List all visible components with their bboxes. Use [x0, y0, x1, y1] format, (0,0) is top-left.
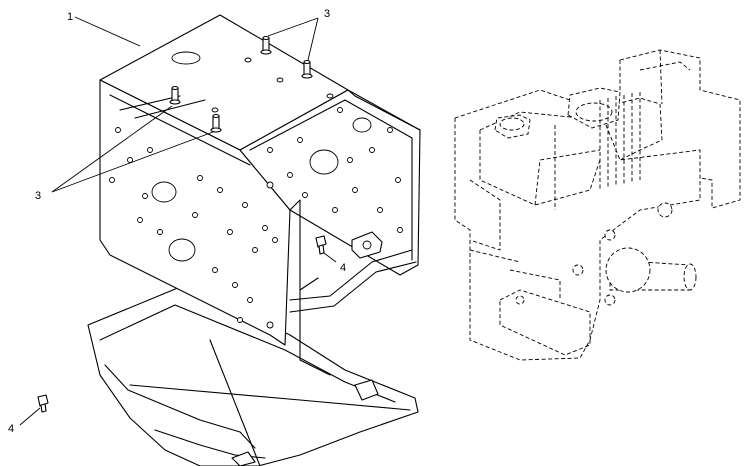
stud-top-right — [301, 59, 313, 79]
engine-phantom-outline — [454, 49, 741, 361]
bolt-left — [37, 394, 49, 413]
leader-lines — [19, 16, 337, 426]
stud-left-upper — [169, 85, 181, 105]
main-frame — [99, 14, 421, 346]
callout-frame: 1 — [67, 11, 73, 23]
callout-bolt-left: 4 — [8, 423, 14, 435]
callout-bolt-right: 4 — [340, 262, 346, 274]
callout-studs-left: 3 — [35, 190, 41, 202]
stud-top-left — [260, 35, 272, 55]
lower-shroud — [87, 284, 419, 466]
bolt-right — [315, 235, 327, 255]
frame-holes — [109, 107, 403, 329]
stud-left-lower — [210, 113, 222, 133]
callout-studs-top: 3 — [324, 8, 330, 20]
